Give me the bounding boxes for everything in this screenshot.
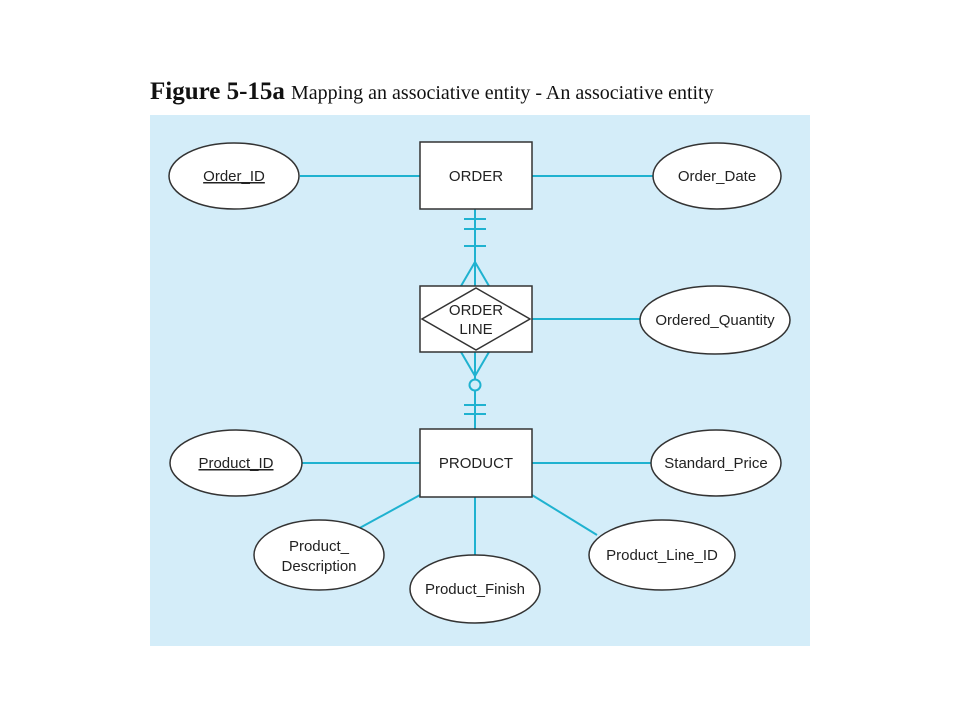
- entity-order-line: ORDER LINE: [419, 285, 533, 353]
- attribute-order-id: Order_ID: [168, 142, 300, 210]
- figure-label: Figure 5-15a: [150, 78, 285, 105]
- attribute-product-finish-label: Product_Finish: [425, 581, 525, 598]
- attribute-product-description-label-2: Description: [281, 558, 356, 575]
- attribute-ordered-quantity: Ordered_Quantity: [639, 285, 791, 355]
- crowfoot-top-left: [460, 261, 476, 287]
- connector-lines: [300, 175, 653, 555]
- crowfoot-top-right: [474, 261, 490, 287]
- entity-order-line-label-1: ORDER: [449, 302, 503, 319]
- er-diagram: ORDER ORDER LINE PRODUCT Order_ID Order_…: [150, 115, 810, 646]
- figure-title: Mapping an associative entity - An assoc…: [290, 82, 714, 104]
- entity-order-box: [419, 141, 533, 210]
- crowfoot-bottom-right: [474, 351, 490, 377]
- line-product-line-id: [531, 494, 598, 536]
- attribute-product-line-id-label: Product_Line_ID: [606, 547, 718, 564]
- attribute-standard-price: Standard_Price: [650, 429, 782, 497]
- entity-order-line-diamond: [420, 287, 532, 351]
- crowfoot-bottom-left: [460, 351, 476, 377]
- entity-product-label: PRODUCT: [439, 455, 513, 472]
- attribute-ordered-quantity-ellipse: [639, 285, 791, 355]
- attribute-order-date: Order_Date: [652, 142, 782, 210]
- attribute-order-id-label: Order_ID: [203, 168, 265, 185]
- entity-product: PRODUCT: [419, 428, 533, 498]
- attribute-standard-price-label: Standard_Price: [664, 455, 767, 472]
- attribute-product-line-id: Product_Line_ID: [588, 519, 736, 591]
- attribute-product-finish: Product_Finish: [409, 554, 541, 624]
- attribute-product-finish-ellipse: [409, 554, 541, 624]
- attribute-standard-price-ellipse: [650, 429, 782, 497]
- entity-order-label: ORDER: [449, 168, 503, 185]
- attribute-product-description-ellipse: [253, 519, 385, 591]
- attribute-product-description: Product_ Description: [253, 519, 385, 591]
- attribute-order-id-ellipse: [168, 142, 300, 210]
- attribute-order-date-label: Order_Date: [678, 168, 756, 185]
- attribute-order-date-ellipse: [652, 142, 782, 210]
- entity-product-box: [419, 428, 533, 498]
- optional-circle: [468, 378, 482, 392]
- attribute-product-line-id-ellipse: [588, 519, 736, 591]
- cardinality-marks: [460, 218, 490, 415]
- entity-order: ORDER: [419, 141, 533, 210]
- line-product-description: [355, 494, 421, 531]
- attribute-ordered-quantity-label: Ordered_Quantity: [655, 312, 775, 329]
- attribute-product-id: Product_ID: [169, 429, 303, 497]
- entity-order-line-label-2: LINE: [459, 321, 492, 338]
- attribute-product-description-label-1: Product_: [289, 538, 350, 555]
- attribute-product-id-ellipse: [169, 429, 303, 497]
- attribute-product-id-label: Product_ID: [198, 455, 273, 472]
